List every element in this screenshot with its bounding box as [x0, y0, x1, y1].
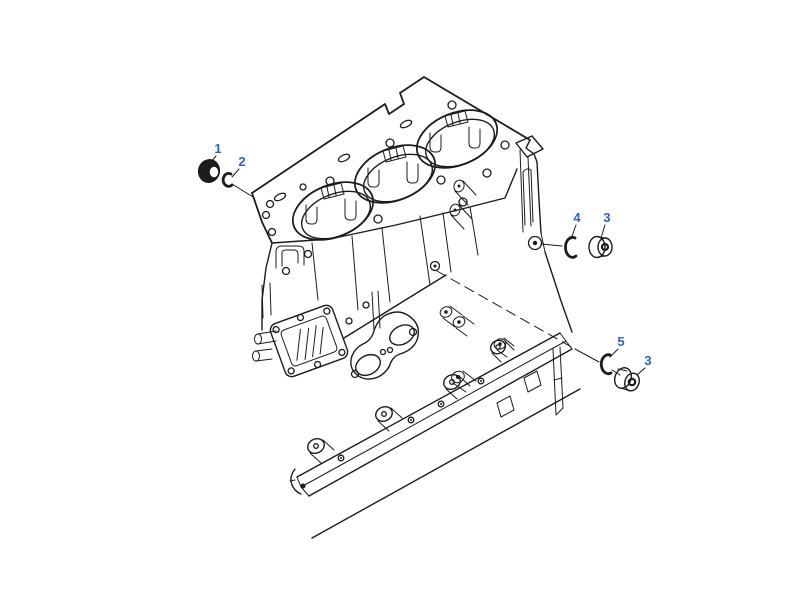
callout-3-upper-label[interactable]: 3 [603, 210, 610, 225]
face-bosses [439, 179, 515, 393]
deck-bolt-holes [261, 100, 510, 237]
right-end-face [519, 149, 573, 333]
front-face [261, 206, 479, 339]
engine-block-drawing [251, 76, 581, 539]
callout-4[interactable]: 4 [570, 210, 581, 240]
callout-5[interactable]: 5 [609, 334, 625, 358]
assembly-centerline [231, 183, 621, 376]
callout-3-lower-label[interactable]: 3 [644, 353, 651, 368]
cylinder-bore-2 [353, 144, 437, 204]
part-plug-3-lower [613, 367, 640, 392]
callout-3-upper[interactable]: 3 [600, 210, 611, 239]
manifold-flange [350, 311, 420, 380]
callout-1-label[interactable]: 1 [214, 141, 221, 156]
callout-2[interactable]: 2 [231, 154, 246, 178]
part-plug-3-upper [588, 235, 613, 259]
callout-1[interactable]: 1 [209, 141, 222, 164]
side-cover-flange [269, 304, 349, 378]
part-seal-2 [221, 172, 234, 188]
callout-3-lower[interactable]: 3 [636, 353, 652, 376]
cylinder-bore-3 [415, 109, 499, 169]
deck-plate [251, 76, 544, 244]
bottom-plane-edge [311, 388, 581, 539]
part-seal-5 [599, 353, 613, 376]
part-plug-1 [197, 159, 221, 183]
callout-4-label[interactable]: 4 [573, 210, 581, 225]
rail-bosses [307, 339, 515, 464]
part-seal-4 [564, 236, 578, 259]
oil-pan-rail [289, 332, 573, 497]
callout-5-label[interactable]: 5 [617, 334, 624, 349]
side-cover-studs [252, 330, 277, 362]
callout-2-label[interactable]: 2 [238, 154, 245, 169]
